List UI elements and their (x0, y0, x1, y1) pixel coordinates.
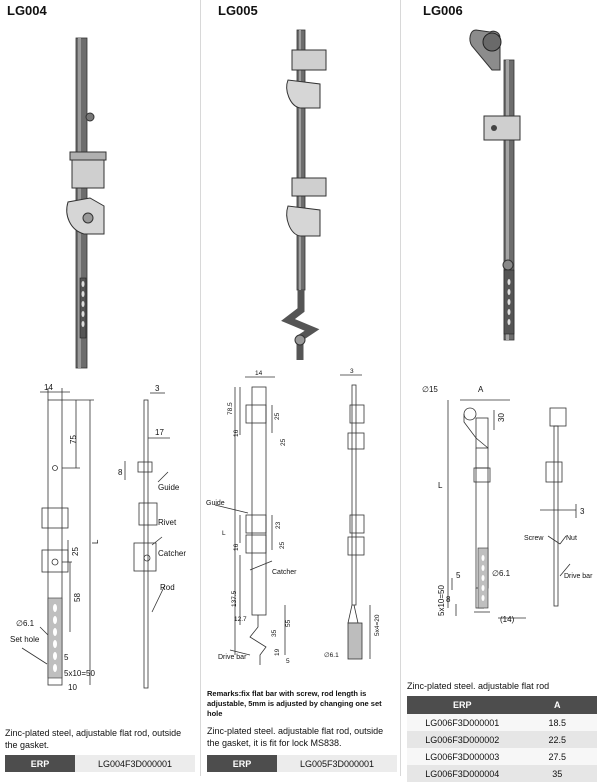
table-header-row: ERP A (407, 696, 597, 714)
lg005-description: Zinc-plated steel. adjustable flat rod, … (207, 726, 384, 748)
dim-5: 5 (64, 653, 69, 662)
dim-8: 8 (118, 468, 123, 477)
table-cell-erp: LG006F3D000002 (407, 731, 518, 748)
table-cell-erp: LG006F3D000004 (407, 765, 518, 782)
erp-value: LG005F3D000001 (277, 755, 397, 772)
erp-label: ERP (207, 755, 277, 772)
dim-78-5: 78.5 (227, 402, 234, 415)
table-cell-erp: LG006F3D000003 (407, 748, 518, 765)
lg006-product-photo (469, 29, 521, 341)
table-cell-a: 22.5 (517, 731, 597, 748)
dim-16a: 16 (233, 429, 240, 437)
dim-75: 75 (69, 435, 78, 444)
dim-137-5: 137.5 (231, 590, 238, 607)
dim-hole: ∅6.1 (492, 569, 511, 578)
dim-55: 55 (285, 619, 292, 627)
column-separator (200, 0, 201, 776)
label-rivet: Rivet (158, 518, 177, 527)
dim-25c: 25 (279, 541, 286, 549)
table-row: LG006F3D000002 22.5 (407, 731, 597, 748)
label-rod: Rod (160, 583, 175, 592)
erp-label: ERP (5, 755, 75, 772)
table-row: LG006F3D000003 27.5 (407, 748, 597, 765)
dim-slots: 5x10=50 (437, 585, 446, 616)
label-guide: Guide (158, 483, 180, 492)
dim-35: 35 (271, 629, 278, 637)
lg004-product-photo (66, 37, 107, 369)
lg006-erp-table: ERP A LG006F3D000001 18.5 LG006F3D000002… (407, 696, 597, 782)
dim-l: L (91, 539, 100, 544)
dim-5: 5 (456, 571, 461, 580)
dim-15: ∅15 (422, 385, 438, 394)
dim-19: 19 (274, 648, 281, 656)
dim-16b: 16 (233, 543, 240, 551)
table-row: LG006F3D000004 35 (407, 765, 597, 782)
dim-10: 10 (68, 683, 77, 692)
dim-a: A (478, 385, 484, 394)
dim-hole: ∅6.1 (16, 619, 35, 628)
lg005-erp-row: ERP LG005F3D000001 (207, 755, 397, 772)
dim-58: 58 (73, 593, 82, 602)
product-code-lg006: LG006 (423, 3, 463, 18)
table-cell-erp: LG006F3D000001 (407, 714, 518, 731)
label-drive-bar: Drive bar (218, 654, 247, 661)
dim-width: 14 (255, 370, 263, 377)
dim-25a: 25 (274, 412, 281, 420)
product-code-lg005: LG005 (218, 3, 258, 18)
table-cell-a: 18.5 (517, 714, 597, 731)
dim-width: 14 (44, 383, 53, 392)
dim-slots: 5x4=20 (374, 614, 381, 636)
lg004-erp-row: ERP LG004F3D000001 (5, 755, 195, 772)
dim-l: L (222, 530, 226, 537)
lg006-technical-drawing: ∅15 A 30 L 5 8 ∅6.1 5x10=50 (14) 3 Screw… (422, 385, 593, 624)
table-cell-a: 27.5 (517, 748, 597, 765)
dim-14: (14) (500, 615, 515, 624)
dim-25: 25 (71, 547, 80, 556)
dim-hole: ∅6.1 (324, 652, 339, 659)
dim-thickness: 3 (350, 368, 354, 375)
erp-value: LG004F3D000001 (75, 755, 195, 772)
table-cell-a: 35 (517, 765, 597, 782)
dim-23: 23 (275, 521, 282, 529)
dim-5: 5 (286, 658, 290, 665)
lg006-description: Zinc-plated steel. adjustable flat rod (407, 681, 550, 691)
dim-3: 3 (580, 507, 585, 516)
dim-12-7: 12.7 (234, 616, 247, 623)
label-guide: Guide (206, 500, 225, 507)
table-header-a: A (517, 696, 597, 714)
label-catcher: Catcher (272, 569, 297, 576)
dim-slots: 5x10=50 (64, 669, 95, 678)
dim-l: L (438, 481, 443, 490)
table-header-erp: ERP (407, 696, 518, 714)
dim-thickness: 3 (155, 384, 160, 393)
lg005-remark: Remarks:fix flat bar with screw, rod len… (207, 689, 382, 718)
dim-30: 30 (497, 413, 506, 422)
table-row: LG006F3D000001 18.5 (407, 714, 597, 731)
dim-17: 17 (155, 428, 164, 437)
column-separator (400, 0, 401, 776)
label-screw: Screw (524, 535, 544, 542)
label-nut: Nut (566, 535, 577, 542)
lg005-product-photo (281, 29, 327, 360)
lg005-technical-drawing: 14 3 78.5 16 25 25 L 16 23 25 137.5 12.7… (206, 368, 381, 665)
lg004-technical-drawing: 14 3 75 L 17 8 25 58 5 5x10=50 10 ∅6.1 G… (10, 383, 186, 692)
product-code-lg004: LG004 (7, 3, 47, 18)
dim-25b: 25 (280, 438, 287, 446)
label-catcher: Catcher (158, 549, 186, 558)
dim-8: 8 (446, 595, 451, 604)
label-drive-bar: Drive bar (564, 573, 593, 580)
lg004-description: Zinc-plated steel, adjustable flat rod, … (5, 728, 182, 750)
label-set-hole: Set hole (10, 635, 40, 644)
